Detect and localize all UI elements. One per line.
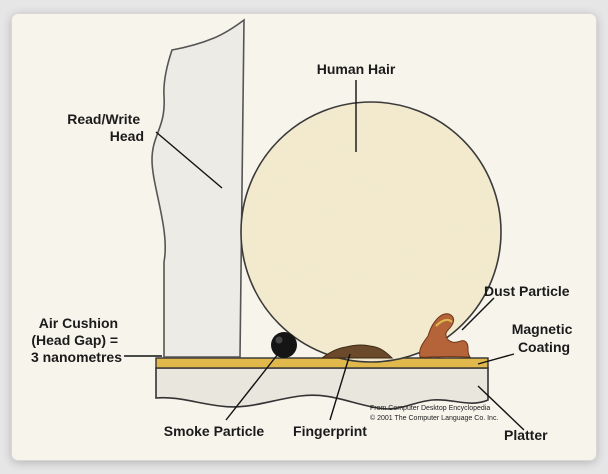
dust-leader (461, 297, 495, 331)
hair-label: Human Hair (317, 61, 396, 77)
head-label: Read/Write Head (67, 111, 144, 144)
smoke-leader (225, 353, 279, 421)
coating-label: Magnetic Coating (512, 321, 577, 355)
smoke-label: Smoke Particle (164, 423, 265, 439)
coating-leader (477, 353, 515, 365)
platter-leader (477, 385, 525, 431)
platter-label: Platter (504, 427, 548, 443)
fingerprint (320, 344, 394, 359)
read-write-head (151, 18, 245, 358)
air-cushion-label: Air Cushion (Head Gap) = 3 nanometres (31, 315, 122, 365)
credit-text: From Computer Desktop Encyclopedia © 200… (370, 405, 498, 422)
fingerprint-label: Fingerprint (293, 423, 367, 439)
platter (155, 367, 489, 410)
magnetic-coating (155, 357, 489, 369)
head-leader (155, 131, 223, 189)
fingerprint-leader (329, 353, 351, 421)
smoke-particle (271, 332, 297, 358)
dust-label: Dust Particle (484, 283, 570, 299)
dust-particle (419, 313, 472, 358)
